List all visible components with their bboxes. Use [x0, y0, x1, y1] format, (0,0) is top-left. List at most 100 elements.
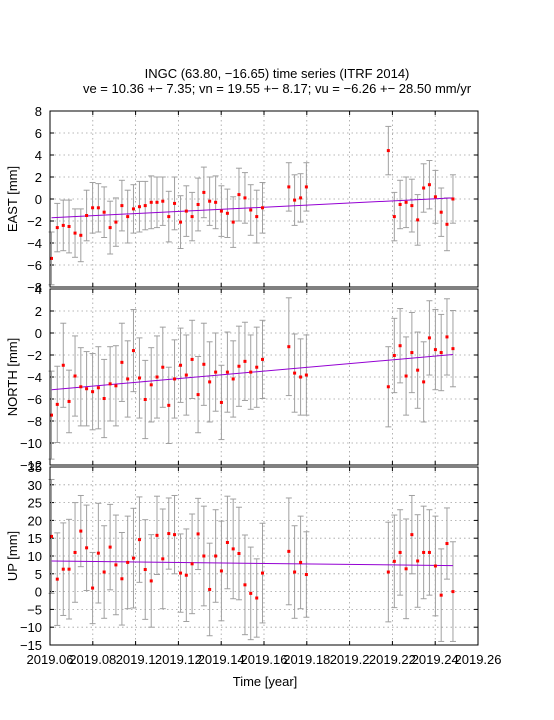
y-tick-label: −2	[27, 348, 42, 363]
data-point	[114, 384, 118, 388]
data-point	[114, 220, 118, 224]
y-tick-label: −10	[20, 436, 42, 451]
data-point	[73, 231, 77, 235]
data-point	[219, 400, 223, 404]
x-tick-label: 2019.18	[283, 652, 330, 667]
y-tick-label: 0	[35, 326, 42, 341]
y-tick-label: 2	[35, 304, 42, 319]
data-point	[404, 567, 408, 571]
y-axis-label: UP [mm]	[5, 531, 20, 581]
data-point	[73, 550, 77, 554]
data-point	[410, 533, 414, 537]
data-point	[445, 222, 449, 226]
data-point	[120, 577, 124, 581]
data-point	[422, 186, 426, 190]
data-point	[79, 233, 83, 237]
y-tick-label: 25	[28, 496, 42, 511]
data-point	[55, 226, 59, 230]
data-point	[190, 357, 194, 361]
data-point	[131, 207, 135, 211]
data-point	[102, 570, 106, 574]
data-point	[439, 351, 443, 355]
data-point	[451, 197, 455, 201]
y-tick-label: 20	[28, 513, 42, 528]
data-point	[261, 357, 265, 361]
y-tick-label: −6	[27, 392, 42, 407]
x-tick-label: 2019.22	[369, 652, 416, 667]
data-point	[214, 370, 218, 374]
data-point	[137, 205, 141, 209]
x-tick-label: 2019.08	[69, 652, 116, 667]
data-point	[293, 198, 297, 202]
panel-frame	[49, 466, 479, 646]
data-point	[49, 256, 53, 260]
data-point	[79, 529, 83, 533]
data-point	[398, 550, 402, 554]
chart-title: INGC (63.80, −16.65) time series (ITRF 2…	[144, 66, 410, 81]
data-point	[161, 365, 165, 369]
data-point	[190, 215, 194, 219]
x-axis-label: Time [year]	[233, 674, 298, 689]
data-point	[293, 570, 297, 574]
data-point	[184, 373, 188, 377]
data-point	[208, 587, 212, 591]
data-point	[237, 552, 241, 556]
y-tick-label: −6	[27, 258, 42, 273]
chart-subtitle: ve = 10.36 +− 7.35; vn = 19.55 +− 8.17; …	[82, 81, 472, 96]
data-point	[79, 385, 83, 389]
data-point	[231, 547, 235, 551]
data-point	[451, 590, 455, 594]
data-point	[427, 183, 431, 187]
data-point	[202, 362, 206, 366]
data-point	[91, 586, 95, 590]
data-point	[243, 359, 247, 363]
data-point	[196, 393, 200, 397]
data-point	[173, 377, 177, 381]
data-point	[61, 363, 65, 367]
data-point	[392, 559, 396, 563]
data-point	[102, 397, 106, 401]
data-point	[299, 375, 303, 379]
data-point	[161, 557, 165, 561]
y-tick-label: −4	[27, 236, 42, 251]
data-point	[287, 345, 291, 349]
data-point	[255, 365, 259, 369]
data-point	[108, 226, 112, 230]
y-tick-label: 0	[35, 192, 42, 207]
data-point	[304, 185, 308, 189]
data-point	[149, 200, 153, 204]
data-point	[155, 533, 159, 537]
data-point	[143, 568, 147, 572]
data-point	[433, 348, 437, 352]
data-point	[427, 550, 431, 554]
data-point	[433, 195, 437, 199]
data-point	[255, 215, 259, 219]
data-point	[249, 208, 253, 212]
y-tick-label: 4	[35, 282, 42, 297]
data-point	[55, 577, 59, 581]
data-point	[126, 215, 130, 219]
data-point	[422, 380, 426, 384]
data-point	[61, 223, 65, 227]
data-point	[173, 533, 177, 537]
data-point	[49, 534, 53, 538]
trend-line	[51, 560, 453, 567]
x-tick-label: 2019.1	[116, 652, 156, 667]
data-point	[167, 532, 171, 536]
trend-line	[51, 197, 453, 219]
data-point	[231, 377, 235, 381]
data-point	[261, 571, 265, 575]
y-tick-label: 15	[28, 531, 42, 546]
data-point	[102, 210, 106, 214]
data-point	[67, 399, 71, 403]
panel-frame	[49, 110, 479, 288]
data-point	[287, 549, 291, 553]
data-point	[143, 204, 147, 208]
data-point	[126, 560, 130, 564]
data-point	[120, 204, 124, 208]
data-point	[225, 211, 229, 215]
x-tick-label: 2019.24	[412, 652, 459, 667]
y-tick-label: 30	[28, 478, 42, 493]
data-point	[202, 554, 206, 558]
